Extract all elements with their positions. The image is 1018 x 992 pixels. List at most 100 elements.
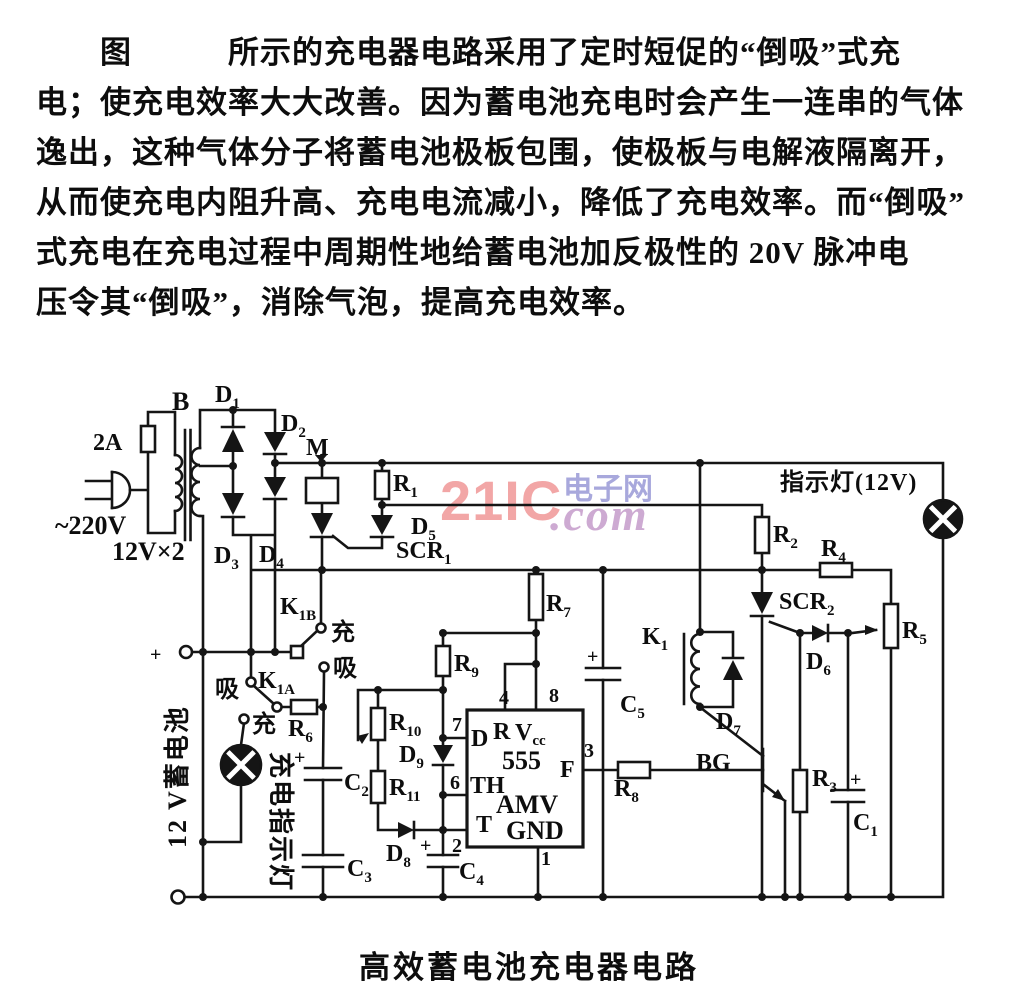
label-d8: D8 bbox=[386, 841, 411, 871]
label-c1: C1 bbox=[853, 810, 878, 840]
indicator-lamp-icon bbox=[922, 498, 964, 540]
label-d6: D6 bbox=[806, 649, 831, 679]
label-ic-r: R bbox=[493, 719, 511, 745]
label-d2: D2 bbox=[281, 411, 306, 441]
paragraph-line-4: 从而使充电内阻升高、充电电流减小，降低了充电效率。而“倒吸” bbox=[36, 185, 965, 220]
label-bg: BG bbox=[696, 750, 731, 776]
label-k1a-suck: 吸 bbox=[215, 677, 240, 703]
label-ic-d: D bbox=[471, 726, 488, 752]
ac-plug-icon bbox=[110, 470, 132, 510]
label-d7: D7 bbox=[716, 709, 741, 739]
resistor-r3 bbox=[791, 768, 809, 814]
battery-positive-terminal bbox=[178, 644, 194, 660]
label-ic-vcc: Vcc bbox=[515, 720, 546, 749]
resistor-r2 bbox=[753, 515, 771, 555]
label-c4-plus: + bbox=[420, 835, 431, 857]
label-battery-12v: 12 V蓄电池 bbox=[163, 705, 192, 848]
resistor-r4 bbox=[818, 561, 854, 579]
capacitor-c5 bbox=[584, 666, 622, 682]
label-pin1: 1 bbox=[541, 848, 551, 870]
label-d5: D5 bbox=[411, 514, 436, 544]
label-transformer-b: B bbox=[172, 387, 189, 416]
label-r3: R3 bbox=[812, 766, 837, 796]
watermark-dianziwang: 电子网 bbox=[563, 473, 653, 506]
capacitor-c1 bbox=[830, 788, 866, 804]
label-pin3: 3 bbox=[584, 740, 594, 762]
resistor-r1 bbox=[373, 469, 391, 501]
label-c1-plus: + bbox=[850, 769, 861, 791]
resistor-r10 bbox=[357, 706, 387, 744]
diode-d7 bbox=[721, 656, 745, 680]
label-r2: R2 bbox=[773, 522, 798, 552]
ic-555-timer bbox=[465, 708, 585, 849]
label-k1b: K1B bbox=[280, 594, 316, 624]
label-ic-gnd: GND bbox=[506, 816, 564, 845]
relay-coil-k1 bbox=[682, 632, 702, 706]
resistor-r8 bbox=[616, 760, 652, 780]
label-k1a-charge: 充 bbox=[252, 710, 277, 738]
label-ac-220v: ~220V bbox=[55, 511, 127, 540]
paragraph-line-6: 压令其“倒吸”，消除气泡，提高充电效率。 bbox=[36, 285, 645, 320]
diode-d8 bbox=[398, 820, 416, 840]
label-scr2: SCR2 bbox=[779, 589, 835, 619]
label-d4: D4 bbox=[259, 542, 284, 572]
label-d9: D9 bbox=[399, 742, 424, 772]
label-c5-plus: + bbox=[587, 646, 598, 668]
diode-d6 bbox=[812, 623, 830, 643]
label-c3: C3 bbox=[347, 856, 372, 886]
paragraph-line-1: 图 所示的充电器电路采用了定时短促的“倒吸”式充 bbox=[36, 35, 901, 70]
label-charging-indicator: 充电指示灯 bbox=[266, 752, 296, 892]
diode-d9 bbox=[431, 745, 455, 767]
label-ic-f: F bbox=[560, 757, 575, 783]
label-r8: R8 bbox=[614, 776, 639, 806]
scr2 bbox=[749, 592, 775, 618]
label-k1b-suck: 吸 bbox=[333, 656, 358, 682]
label-battery-plus: + bbox=[150, 644, 161, 666]
watermark-21ic: 21IC bbox=[440, 469, 563, 532]
label-r7: R7 bbox=[546, 591, 571, 621]
label-k1: K1 bbox=[642, 624, 668, 654]
label-indicator-lamp: 指示灯(12V) bbox=[780, 469, 917, 496]
capacitor-c2 bbox=[303, 766, 343, 782]
label-c2: C2 bbox=[344, 770, 369, 800]
resistor-r5 bbox=[865, 602, 900, 650]
site-watermark: 21IC 电子网 .com bbox=[440, 462, 720, 552]
label-r9: R9 bbox=[454, 651, 479, 681]
label-r10: R10 bbox=[389, 710, 421, 740]
junction-dots bbox=[199, 406, 895, 901]
label-d1: D1 bbox=[215, 382, 240, 412]
scr1 bbox=[309, 513, 335, 539]
relay-m bbox=[304, 455, 340, 505]
resistor-r11 bbox=[369, 769, 387, 805]
label-pin6: 6 bbox=[450, 772, 460, 794]
resistor-r7 bbox=[527, 572, 545, 622]
switch-k1a bbox=[238, 676, 283, 725]
label-ic-th: TH bbox=[470, 773, 505, 799]
label-pin2: 2 bbox=[452, 835, 462, 857]
resistor-r9 bbox=[434, 644, 452, 678]
resistor-r6 bbox=[289, 698, 319, 716]
label-r4: R4 bbox=[821, 536, 846, 566]
charging-lamp-icon bbox=[219, 743, 263, 787]
label-d3: D3 bbox=[214, 543, 239, 573]
transistor-bg bbox=[772, 789, 785, 801]
label-scr1: SCR1 bbox=[396, 538, 452, 568]
figure-caption: 高效蓄电池充电器电路 bbox=[359, 950, 699, 985]
label-k1b-charge: 充 bbox=[331, 618, 356, 646]
description-paragraph: 图 所示的充电器电路采用了定时短促的“倒吸”式充 电；使充电效率大大改善。因为蓄… bbox=[36, 28, 988, 328]
paragraph-line-2: 电；使充电效率大大改善。因为蓄电池充电时会产生一连串的气体 bbox=[36, 85, 964, 120]
label-secondary-12vx2: 12V×2 bbox=[112, 537, 185, 566]
paragraph-line-3: 逸出，这种气体分子将蓄电池极板包围，使极板与电解液隔离开， bbox=[36, 135, 964, 170]
label-r1: R1 bbox=[393, 471, 418, 501]
paragraph-line-5: 式充电在充电过程中周期性地给蓄电池加反极性的 20V 脉冲电 bbox=[36, 235, 910, 270]
label-fuse-2a: 2A bbox=[93, 430, 123, 456]
label-pin8: 8 bbox=[549, 685, 559, 707]
fuse bbox=[139, 424, 157, 454]
label-c5: C5 bbox=[620, 692, 645, 722]
label-ic-amv: AMV bbox=[496, 790, 558, 819]
label-r11: R11 bbox=[389, 775, 421, 805]
label-ic-555: 555 bbox=[502, 746, 541, 775]
diode-d5 bbox=[369, 515, 395, 539]
